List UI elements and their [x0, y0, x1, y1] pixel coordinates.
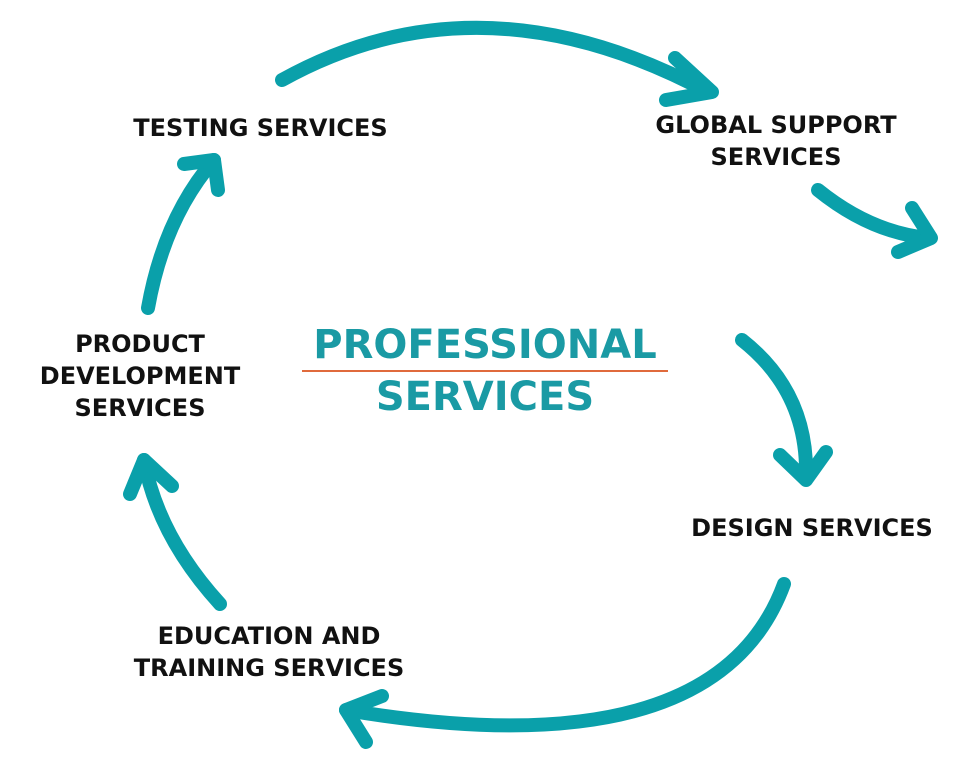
arrow-design-to-education [339, 577, 791, 749]
node-global-line-2: SERVICES [710, 143, 842, 171]
center-title-line-2: SERVICES [375, 374, 595, 420]
arrow-testing-to-global [275, 20, 719, 107]
center-title-underline [302, 370, 668, 372]
center-title: PROFESSIONAL SERVICES [296, 320, 674, 422]
node-testing-services: TESTING SERVICES [108, 112, 413, 144]
node-education-training-services: EDUCATION AND TRAINING SERVICES [104, 620, 434, 684]
node-design-services: DESIGN SERVICES [664, 512, 960, 544]
node-product-development-services: PRODUCT DEVELOPMENT SERVICES [14, 328, 266, 424]
center-title-line-1: PROFESSIONAL [313, 322, 657, 368]
node-education-line-1: EDUCATION AND [157, 622, 381, 650]
node-product-line-1: PRODUCT [75, 330, 205, 358]
node-product-line-2: DEVELOPMENT [39, 362, 241, 390]
arrow-center-to-design [735, 333, 833, 487]
arrow-education-to-product [123, 453, 227, 611]
arrow-product-to-testing [141, 153, 225, 315]
node-global-line-1: GLOBAL SUPPORT [655, 111, 897, 139]
node-design-line-1: DESIGN SERVICES [691, 514, 933, 542]
node-product-line-3: SERVICES [74, 394, 206, 422]
node-global-support-services: GLOBAL SUPPORT SERVICES [626, 109, 926, 173]
node-education-line-2: TRAINING SERVICES [133, 654, 405, 682]
node-testing-line-1: TESTING SERVICES [133, 114, 388, 142]
arrow-global-to-right [811, 183, 938, 259]
